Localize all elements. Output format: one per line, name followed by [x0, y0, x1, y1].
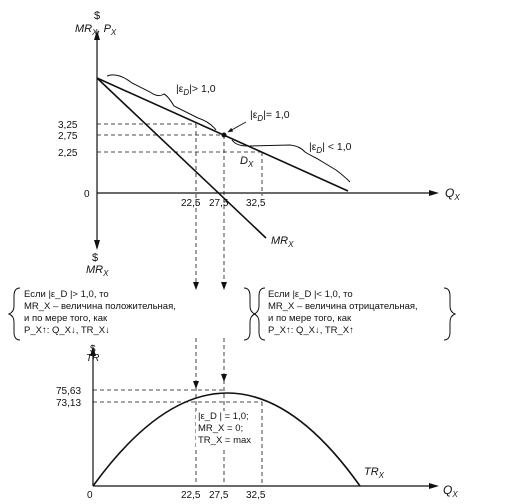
upper-origin: 0 [84, 189, 90, 200]
right-note-line-4: P_X↑: Q_X↓, TR_X↑ [268, 325, 354, 336]
upper-x-tick-3: 32,5 [246, 198, 266, 209]
unit-elastic-label: |εD|= 1,0 [250, 109, 290, 123]
left-note-line-2: MR_X – величина положительная, [24, 301, 176, 312]
elastic-label: |εD|> 1,0 [176, 83, 216, 97]
left-note-bracket-left [7, 287, 21, 341]
upper-y-arrow-bottom [94, 240, 100, 250]
right-note-line-2: MR_X – величина отрицательная, [268, 301, 418, 312]
left-note-line-1: Если |ε_D |> 1,0, то [24, 289, 109, 300]
inelastic-label: |εD| < 1,0 [309, 141, 352, 155]
upper-x-axis-label: QX [445, 186, 460, 202]
upper-dollar-label: $ [94, 10, 100, 22]
upper-y-tick-2: 2,75 [58, 131, 78, 142]
right-note-line-3: и по мере того, как [268, 313, 352, 324]
upper-x-arrow [429, 190, 439, 196]
lower-y-tick-2: 73,13 [56, 398, 81, 409]
left-note: Если |ε_D |> 1,0, то MR_X – величина пол… [24, 289, 176, 337]
upper-y-tick-1: 3,25 [58, 120, 78, 131]
left-note-line-4: P_X↑: Q_X↓, TR_X↓ [24, 325, 110, 336]
mr-label: MRX [271, 235, 294, 249]
guide-arrow-left [193, 282, 199, 290]
tr-label: TRX [364, 466, 385, 480]
unit-pointer [227, 121, 247, 133]
lower-y-axis-label: TR [86, 353, 99, 364]
lower-guides [93, 389, 262, 403]
left-note-line-3: и по мере того, как [24, 313, 108, 324]
max-note: |ε_D | = 1,0; MR_X = 0; TR_X = max [196, 411, 254, 447]
upper-y-axis-label: MRX, PX [75, 23, 117, 37]
lower-origin: 0 [87, 490, 93, 501]
elastic-brace [106, 74, 217, 131]
lower-x-tick-2: 27,5 [209, 490, 229, 501]
guide-arrow-right [221, 282, 227, 290]
guide-arrow-right-2 [221, 374, 227, 382]
upper-y-arrow-top [94, 30, 100, 40]
upper-x-tick-1: 22,5 [181, 198, 201, 209]
inelastic-brace [231, 139, 351, 183]
lower-y-arrow [90, 346, 96, 356]
middle-dollar-label: $ [92, 252, 98, 264]
upper-y-tick-3: 2,25 [58, 148, 78, 159]
middle-mr-label: MRX [86, 264, 109, 278]
tr-curve [92, 392, 361, 487]
demand-label: DX [240, 155, 254, 169]
lower-dollar-label: $ [90, 344, 96, 355]
upper-x-tick-2: 27,5 [209, 198, 229, 209]
lower-x-arrow [429, 483, 439, 489]
lower-x-tick-1: 22,5 [181, 490, 201, 501]
right-note-bracket-left [252, 287, 266, 341]
lower-y-tick-1: 75,63 [56, 386, 81, 397]
guide-arrow-left-2 [193, 381, 199, 389]
max-note-line-1: |ε_D | = 1,0; [198, 411, 249, 422]
lower-x-axis-label: QX [443, 483, 458, 499]
lower-x-tick-3: 32,5 [246, 490, 266, 501]
right-note-bracket-right [443, 287, 457, 341]
right-note: Если |ε_D |< 1,0, то MR_X – величина отр… [268, 289, 418, 337]
upper-guides [97, 123, 262, 153]
right-note-line-1: Если |ε_D |< 1,0, то [268, 289, 353, 300]
max-note-line-2: MR_X = 0; [198, 423, 244, 434]
max-note-line-3: TR_X = max [198, 435, 252, 446]
mr-curve [96, 77, 267, 239]
